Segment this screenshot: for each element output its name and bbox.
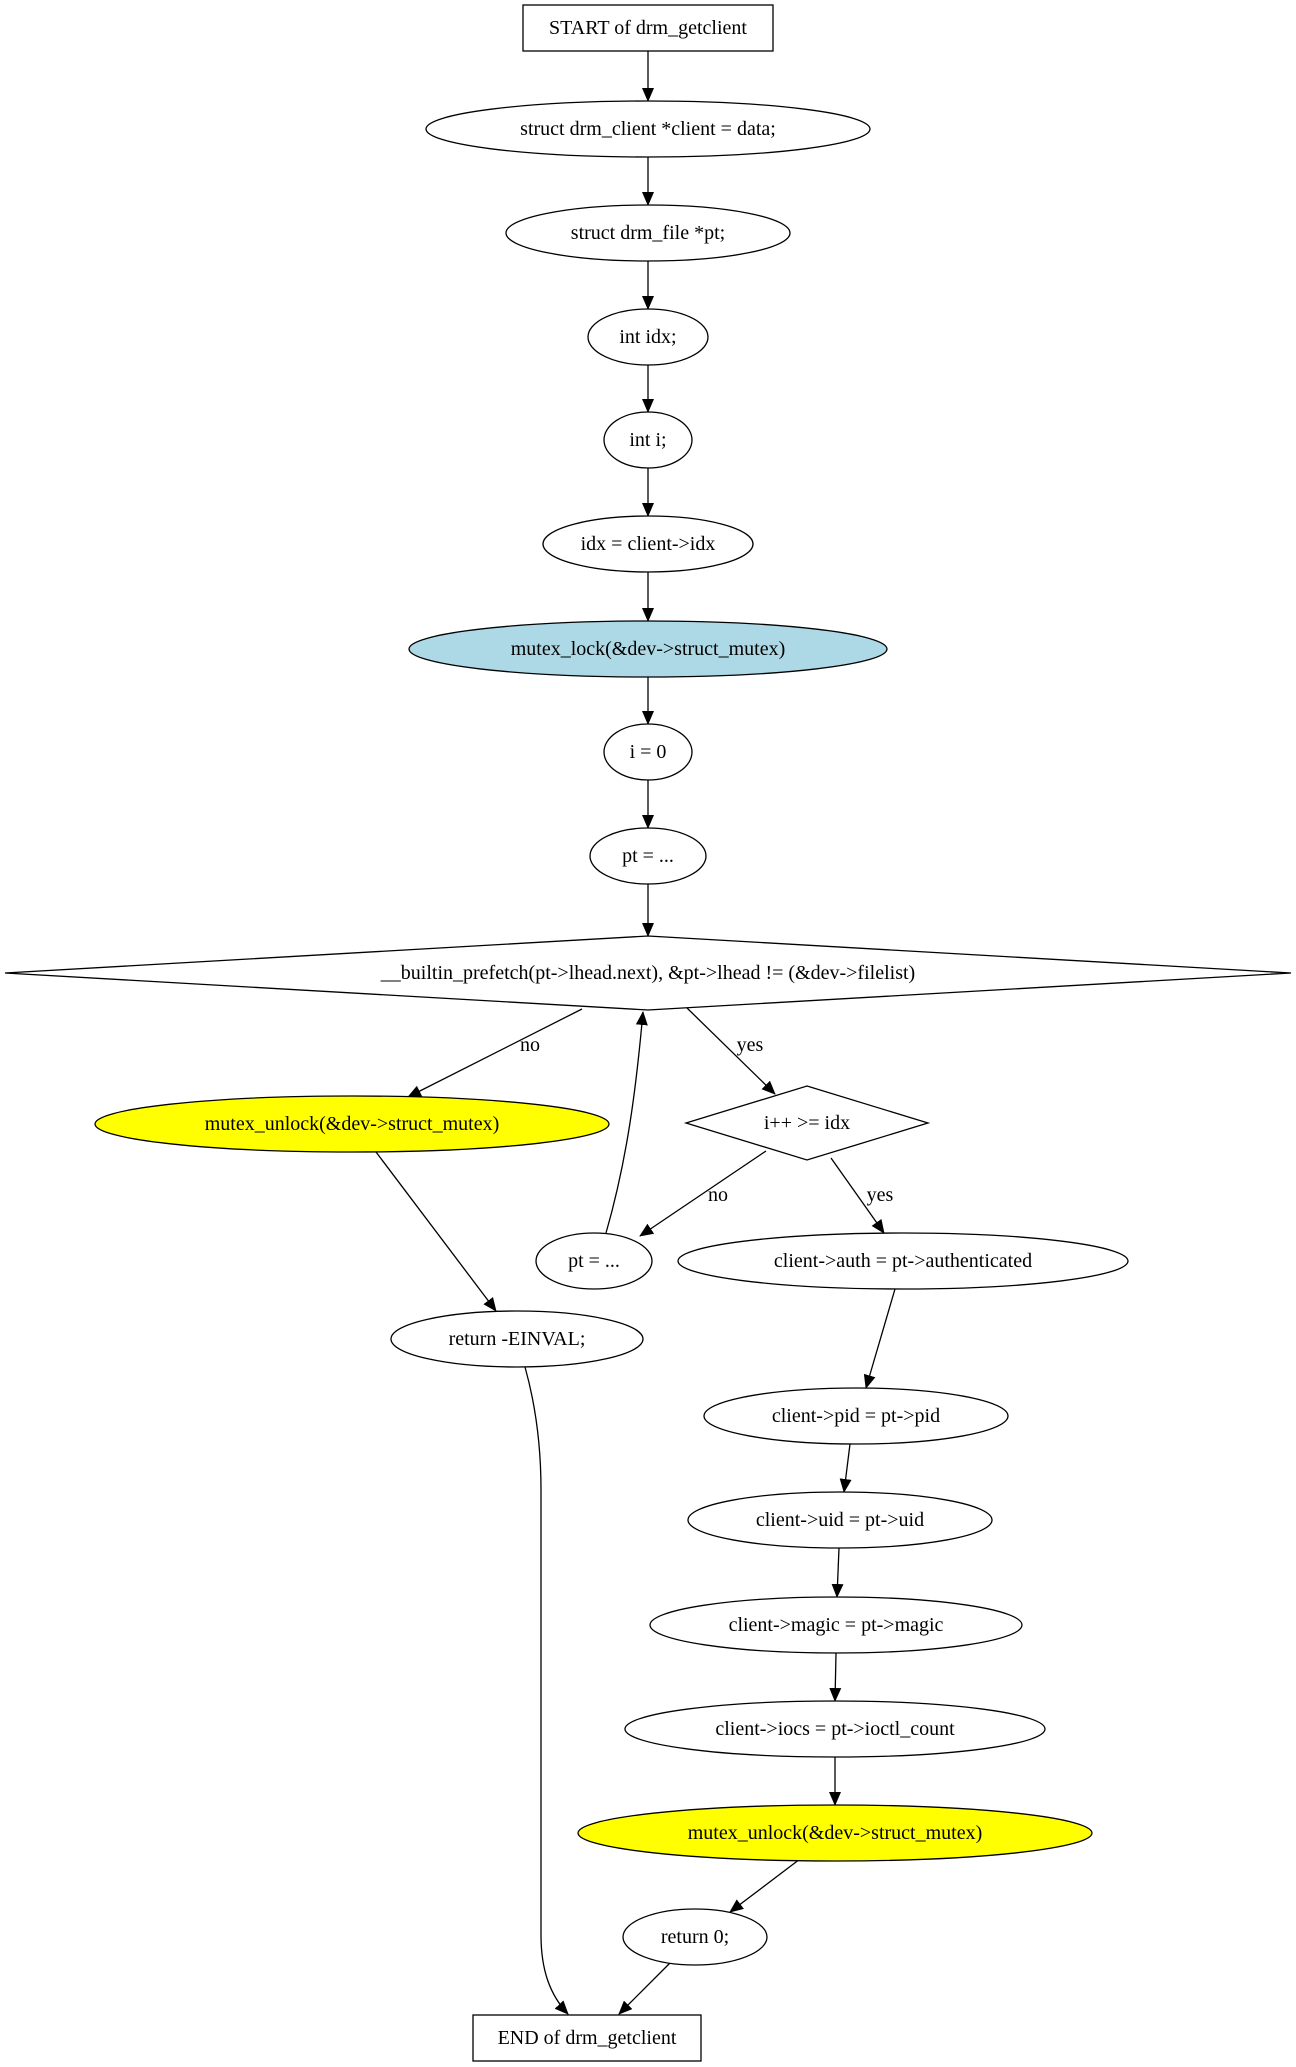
node-idx-cond: i++ >= idx: [683, 1085, 931, 1161]
edge-set_pid-to-set_uid: [839, 1443, 852, 1493]
node-label: client->auth = pt->authenticated: [774, 1250, 1032, 1272]
node-unlock-fail: mutex_unlock(&dev->struct_mutex): [94, 1095, 610, 1153]
node-label: return -EINVAL;: [449, 1328, 586, 1350]
edge-label-no: no: [708, 1184, 728, 1206]
edge-loop_cond-to-idx_cond: [686, 1007, 776, 1095]
node-loop-cond: __builtin_prefetch(pt->lhead.next), &pt-…: [4, 935, 1292, 1011]
node-shape: [408, 620, 888, 678]
node-shape: [587, 308, 709, 366]
node-start: START of drm_getclient: [522, 4, 774, 52]
node-label: pt = ...: [568, 1250, 620, 1272]
node-shape: [649, 1596, 1023, 1654]
edge-unlock_fail-to-return_einval: [375, 1151, 497, 1312]
node-next-pt: pt = ...: [535, 1232, 653, 1290]
edge-loop_cond-to-unlock_fail: [407, 1008, 583, 1098]
node-label: mutex_unlock(&dev->struct_mutex): [205, 1113, 500, 1135]
node-decl-client: struct drm_client *client = data;: [425, 100, 871, 158]
node-label: struct drm_client *client = data;: [520, 118, 776, 140]
node-decl-pt: struct drm_file *pt;: [505, 204, 791, 262]
node-end: END of drm_getclient: [472, 2014, 702, 2062]
node-shape: [577, 1804, 1093, 1862]
edge-next_pt-to-loop_cond: [605, 1011, 648, 1234]
node-shape: [687, 1491, 993, 1549]
node-decl-i: int i;: [603, 411, 693, 469]
node-label: client->iocs = pt->ioctl_count: [715, 1718, 955, 1740]
edge-idx_cond-to-set_auth: [830, 1157, 885, 1234]
node-label: mutex_lock(&dev->struct_mutex): [511, 638, 786, 660]
node-shape: [677, 1232, 1129, 1290]
node-shape: [505, 204, 791, 262]
node-shape: [4, 935, 1292, 1011]
edge-unlock_ok-to-return_zero: [729, 1858, 801, 1913]
node-decl-idx: int idx;: [587, 308, 709, 366]
node-shape: [390, 1310, 644, 1368]
node-label: client->uid = pt->uid: [756, 1509, 924, 1531]
node-label: START of drm_getclient: [549, 17, 747, 39]
node-shape: [542, 515, 754, 573]
node-label: pt = ...: [622, 845, 674, 867]
node-shape: [622, 1908, 768, 1966]
node-set-magic: client->magic = pt->magic: [649, 1596, 1023, 1654]
node-return-einval: return -EINVAL;: [390, 1310, 644, 1368]
node-label: i = 0: [630, 741, 667, 763]
node-shape: [425, 100, 871, 158]
node-init-pt: pt = ...: [589, 827, 707, 885]
node-label: struct drm_file *pt;: [571, 222, 725, 244]
node-return-zero: return 0;: [622, 1908, 768, 1966]
node-label: client->pid = pt->pid: [772, 1405, 940, 1427]
node-shape: [603, 723, 693, 781]
node-label: idx = client->idx: [581, 533, 716, 555]
edge-set_magic-to-set_iocs: [829, 1652, 842, 1702]
node-init-i: i = 0: [603, 723, 693, 781]
edges: [375, 51, 896, 2015]
node-set-uid: client->uid = pt->uid: [687, 1491, 993, 1549]
node-label: client->magic = pt->magic: [729, 1614, 944, 1636]
edge-label-yes: yes: [867, 1184, 894, 1206]
edge-labels: no yes no yes: [520, 1034, 894, 1206]
node-set-iocs: client->iocs = pt->ioctl_count: [624, 1700, 1046, 1758]
node-label: i++ >= idx: [764, 1112, 850, 1134]
node-mutex-lock: mutex_lock(&dev->struct_mutex): [408, 620, 888, 678]
node-shape: [535, 1232, 653, 1290]
node-label: int idx;: [619, 326, 676, 348]
node-label: int i;: [629, 429, 666, 451]
node-set-pid: client->pid = pt->pid: [703, 1387, 1009, 1445]
node-assign-idx: idx = client->idx: [542, 515, 754, 573]
edge-set_uid-to-set_magic: [831, 1547, 844, 1598]
node-shape: [703, 1387, 1009, 1445]
edge-set_auth-to-set_pid: [863, 1288, 896, 1389]
edge-idx_cond-to-next_pt: [639, 1150, 767, 1237]
node-shape: [589, 827, 707, 885]
node-label: __builtin_prefetch(pt->lhead.next), &pt-…: [380, 962, 915, 984]
node-label: END of drm_getclient: [498, 2027, 677, 2049]
edge-label-yes: yes: [737, 1034, 764, 1056]
node-shape: [683, 1085, 931, 1161]
edge-return_zero-to-end: [618, 1962, 671, 2015]
edge-label-no: no: [520, 1034, 540, 1056]
node-label: mutex_unlock(&dev->struct_mutex): [688, 1822, 983, 1844]
edge-return_einval-to-end: [524, 1366, 569, 2015]
node-unlock-ok: mutex_unlock(&dev->struct_mutex): [577, 1804, 1093, 1862]
node-set-auth: client->auth = pt->authenticated: [677, 1232, 1129, 1290]
node-shape: [624, 1700, 1046, 1758]
node-shape: [472, 2014, 702, 2062]
node-shape: [603, 411, 693, 469]
node-shape: [522, 4, 774, 52]
node-shape: [94, 1095, 610, 1153]
node-label: return 0;: [661, 1926, 729, 1948]
